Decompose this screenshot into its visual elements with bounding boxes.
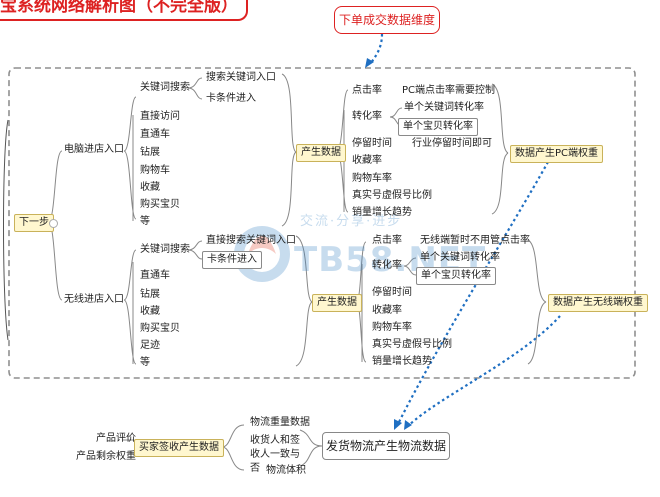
watermark: 交流·分享·进步 TB58.NET: [228, 210, 488, 300]
pc-mobile-frame: [8, 67, 636, 379]
page-title: 宝系统网络解析图（不完全版）: [0, 0, 248, 21]
mobile-produce-node: 产生数据: [312, 294, 362, 312]
mobile-click-note: 无线端暂时不用管点击率: [420, 235, 530, 246]
pc-conv-child: 单个宝贝转化率: [398, 118, 478, 136]
mobile-item: 收藏: [140, 306, 160, 317]
watermark-motto: 交流·分享·进步: [300, 214, 403, 229]
mobile-item: 购买宝贝: [140, 323, 180, 334]
pc-item: 购物车: [140, 165, 170, 176]
collapse-knob[interactable]: [49, 219, 58, 228]
arrow-callout-to-produce: [369, 33, 384, 65]
mobile-keyword-child: 卡条件进入: [202, 251, 262, 269]
mobile-metric: 收藏率: [372, 305, 402, 316]
callout-box: 下单成交数据维度: [334, 6, 440, 34]
left-edge-curve: [3, 119, 9, 341]
pc-metric-click: 点击率: [352, 85, 382, 96]
pc-keyword-child: 卡条件进入: [206, 93, 256, 104]
pc-weight-node: 数据产生PC端权重: [510, 145, 604, 163]
pc-metric: 购物车率: [352, 173, 392, 184]
arrow-pc-weight-to-logistics: [397, 161, 549, 425]
mobile-keyword: 关键词搜索: [140, 244, 190, 255]
pc-metric-conv: 转化率: [352, 111, 382, 122]
pc-keyword: 关键词搜索: [140, 82, 190, 93]
mobile-conv-child: 单个宝贝转化率: [416, 267, 496, 285]
pc-item: 钻展: [140, 147, 160, 158]
mobile-keyword-child: 直接搜索关键词入口: [206, 235, 296, 246]
mobile-entry: 无线进店入口: [64, 294, 124, 305]
watermark-logo-icon: [234, 226, 290, 282]
pc-conv-child: 单个关键词转化率: [404, 102, 484, 113]
receipt-node: 买家签收产生数据: [134, 439, 224, 457]
pc-click-note: PC端点击率需要控制: [402, 85, 496, 96]
pc-item: 收藏: [140, 182, 160, 193]
pc-metric-stay: 停留时间: [352, 138, 392, 149]
mobile-metric: 真实号虚假号比例: [372, 339, 452, 350]
mobile-item: 直通车: [140, 270, 170, 281]
pc-metric: 收藏率: [352, 155, 382, 166]
mobile-conv-child: 单个关键词转化率: [420, 252, 500, 263]
pc-item: 直接访问: [140, 111, 180, 122]
mobile-metric: 停留时间: [372, 287, 412, 298]
mobile-item: 足迹: [140, 340, 160, 351]
logistics-left-item: 产品剩余权重: [76, 451, 136, 462]
mobile-item: 等: [140, 357, 150, 368]
logistics-factor: 物流重量数据: [250, 417, 310, 428]
logistics-factor: 收货人和签收人一致与否: [250, 435, 300, 474]
arrow-mobile-weight-to-logistics: [407, 315, 561, 427]
pc-entry: 电脑进店入口: [64, 144, 124, 155]
mobile-metric: 销量增长趋势: [372, 356, 432, 367]
logistics-left-item: 产品评价: [96, 433, 136, 444]
pc-produce-node: 产生数据: [296, 144, 346, 162]
mobile-metric-click: 点击率: [372, 235, 402, 246]
pc-item: 等: [140, 216, 150, 227]
mobile-metric: 购物车率: [372, 322, 412, 333]
pc-metric: 销量增长趋势: [352, 207, 412, 218]
mobile-weight-node: 数据产生无线端权重: [548, 294, 648, 312]
root-node: 下一步: [14, 214, 54, 232]
mobile-item: 钻展: [140, 289, 160, 300]
mobile-metric-conv: 转化率: [372, 260, 402, 271]
logistics-center-node: 发货物流产生物流数据: [322, 432, 450, 460]
pc-item: 直通车: [140, 129, 170, 140]
pc-item: 购买宝贝: [140, 199, 180, 210]
pc-stay-note: 行业停留时间即可: [412, 138, 492, 149]
pc-keyword-child: 搜索关键词入口: [206, 72, 276, 83]
pc-metric: 真实号虚假号比例: [352, 190, 432, 201]
logistics-factor: 物流体积: [266, 465, 306, 476]
